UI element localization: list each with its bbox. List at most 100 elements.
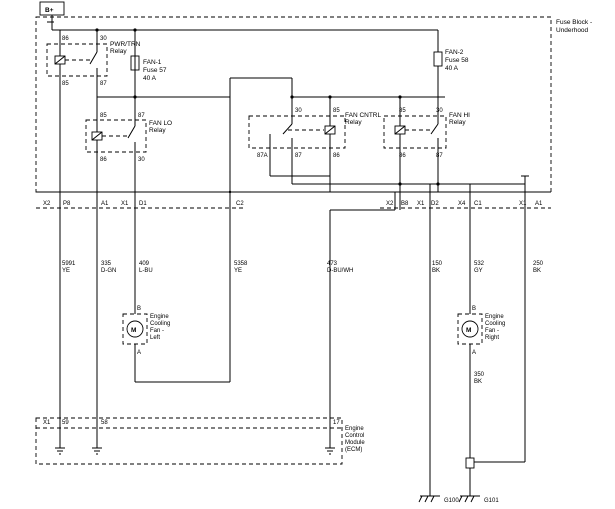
pwr-trn-relay: 86 30 85 87 PWR/TRN Relay bbox=[46, 30, 141, 92]
wire-335-color: D-GN bbox=[101, 268, 116, 274]
left-fan-motor: M B A Engine Cooling Fan - Left bbox=[122, 306, 170, 356]
right-motor-symbol: M bbox=[466, 327, 471, 334]
conn-pin-label: X1 bbox=[519, 201, 527, 207]
fan-cntrl-label-1: FAN CNTRL bbox=[345, 112, 382, 119]
ground-g100-label: G100 bbox=[444, 498, 459, 504]
fan-cntrl-pin-85: 85 bbox=[333, 108, 340, 114]
fan1-fuse-label-2: Fuse 57 bbox=[143, 67, 167, 74]
fan1-fuse-label-1: FAN-1 bbox=[143, 59, 162, 66]
ecm-label-3: Module bbox=[345, 440, 365, 446]
ecm-pin-x1: X1 bbox=[43, 420, 51, 426]
fan-hi-label-1: FAN HI bbox=[449, 112, 470, 119]
right-motor-label-3: Fan - bbox=[485, 328, 499, 334]
wire-473-color: D-BU/WH bbox=[327, 268, 353, 274]
pwr-trn-label-1: PWR/TRN bbox=[110, 41, 141, 48]
fan1-fuse: FAN-1 Fuse 57 40 A bbox=[130, 30, 167, 97]
left-motor-pin-b: B bbox=[137, 306, 141, 312]
fan-lo-label-2: Relay bbox=[149, 127, 166, 134]
conn-pin-label: D1 bbox=[139, 201, 147, 207]
conn-pin-label: X1 bbox=[417, 201, 425, 207]
left-motor-label-1: Engine bbox=[150, 314, 169, 320]
wire-150-circuit: 150 bbox=[432, 261, 443, 267]
junction-dot bbox=[228, 190, 232, 194]
conn-pin-label: D2 bbox=[431, 201, 439, 207]
ecm-pin-58: 58 bbox=[101, 420, 108, 426]
pwr-trn-pin-30: 30 bbox=[100, 36, 107, 42]
ground-g101-label: G101 bbox=[484, 498, 499, 504]
motor-icon bbox=[461, 320, 479, 338]
right-motor-label-2: Cooling bbox=[485, 321, 505, 327]
left-motor-symbol: M bbox=[131, 327, 136, 334]
left-motor-label-2: Cooling bbox=[150, 321, 170, 327]
fan-lo-relay: 85 87 86 30 FAN LO Relay bbox=[85, 97, 172, 192]
wire-150-color: BK bbox=[432, 268, 440, 274]
conn-pin-label: X1 bbox=[121, 201, 129, 207]
left-motor-pin-a: A bbox=[137, 350, 141, 356]
conn-pin-label: C1 bbox=[474, 201, 482, 207]
ground-g101: G101 bbox=[458, 495, 499, 504]
left-motor-label-4: Left bbox=[150, 335, 160, 341]
conn-pin-label: X2 bbox=[43, 201, 51, 207]
wire-409-circuit: 409 bbox=[139, 261, 150, 267]
battery-source: B+ bbox=[39, 1, 65, 22]
fan-lo-pin-30: 30 bbox=[138, 157, 145, 163]
wire-473-circuit: 473 bbox=[327, 261, 338, 267]
fan-lo-pin-87: 87 bbox=[138, 113, 145, 119]
wire-5358-circuit: 5358 bbox=[234, 261, 248, 267]
fan-cntrl-pin-87a: 87A bbox=[257, 153, 268, 159]
wire-350-color: BK bbox=[474, 379, 482, 385]
wire-5358-color: YE bbox=[234, 268, 242, 274]
ecm-pin-17: 17 bbox=[333, 420, 340, 426]
junction-dot bbox=[133, 28, 137, 32]
conn-pin-label: A1 bbox=[535, 201, 543, 207]
wire-5991-circuit: 5991 bbox=[62, 261, 76, 267]
wire-350-circuit: 350 bbox=[474, 372, 485, 378]
wire-335-circuit: 335 bbox=[101, 261, 112, 267]
fan2-fuse: FAN-2 Fuse 58 40 A bbox=[433, 30, 469, 113]
fan2-fuse-label-1: FAN-2 bbox=[445, 49, 464, 56]
conn-pin-label: A1 bbox=[101, 201, 109, 207]
fan-hi-pin-30: 30 bbox=[436, 108, 443, 114]
fuse-block-label-1: Fuse Block - bbox=[556, 19, 592, 26]
ecm-pin-59: 59 bbox=[62, 420, 69, 426]
fan-cntrl-label-2: Relay bbox=[345, 119, 362, 126]
fan2-fuse-label-2: Fuse 58 bbox=[445, 57, 469, 64]
fan-cntrl-relay: 30 85 87A 87 86 FAN CNTRL Relay bbox=[248, 97, 382, 184]
ecm-label-4: (ECM) bbox=[345, 447, 362, 453]
conn-pin-label: X4 bbox=[458, 201, 466, 207]
wire-250-color: BK bbox=[533, 268, 541, 274]
connector-pins-right: X2 B8 X1 D2 X4 C1 X1 A1 bbox=[386, 201, 543, 207]
motor-icon bbox=[126, 320, 144, 338]
fan-cntrl-pin-86: 86 bbox=[333, 153, 340, 159]
pwr-trn-pin-87: 87 bbox=[100, 81, 107, 87]
fan2-fuse-label-3: 40 A bbox=[445, 65, 459, 72]
left-motor-label-3: Fan - bbox=[150, 328, 164, 334]
wire-250-circuit: 250 bbox=[533, 261, 544, 267]
fan-cntrl-pin-30: 30 bbox=[295, 108, 302, 114]
fan-hi-pin-86: 86 bbox=[399, 153, 406, 159]
fan-hi-label-2: Relay bbox=[449, 119, 466, 126]
junction-dot bbox=[436, 182, 440, 186]
wire-409-color: L-BU bbox=[139, 268, 153, 274]
right-motor-pin-b: B bbox=[472, 306, 476, 312]
wire-labels: 5991 YE 335 D-GN 409 L-BU 5358 YE 473 D-… bbox=[62, 261, 544, 385]
ecm-ground-symbols bbox=[55, 432, 335, 455]
right-motor-pin-a: A bbox=[472, 350, 476, 356]
conn-pin-label: C2 bbox=[236, 201, 244, 207]
right-fan-motor: M B A Engine Cooling Fan - Right bbox=[457, 306, 505, 356]
ecm-label-2: Control bbox=[345, 433, 364, 439]
pwr-trn-label-2: Relay bbox=[110, 48, 127, 55]
ecm-label-1: Engine bbox=[345, 426, 364, 432]
fan-hi-relay: 85 30 86 87 FAN HI Relay bbox=[383, 97, 470, 192]
fan-cntrl-pin-87: 87 bbox=[295, 153, 302, 159]
ecm-module: X1 59 58 17 Engine Control Module (ECM) bbox=[35, 417, 365, 465]
conn-pin-label: B8 bbox=[401, 201, 409, 207]
fan-hi-pin-85: 85 bbox=[399, 108, 406, 114]
fan-hi-pin-87: 87 bbox=[436, 153, 443, 159]
wire-5991-color: YE bbox=[62, 268, 70, 274]
conn-pin-label: P8 bbox=[63, 201, 71, 207]
junction-dot bbox=[398, 182, 402, 186]
fan-lo-pin-86: 86 bbox=[100, 157, 107, 163]
pwr-trn-pin-85: 85 bbox=[62, 81, 69, 87]
